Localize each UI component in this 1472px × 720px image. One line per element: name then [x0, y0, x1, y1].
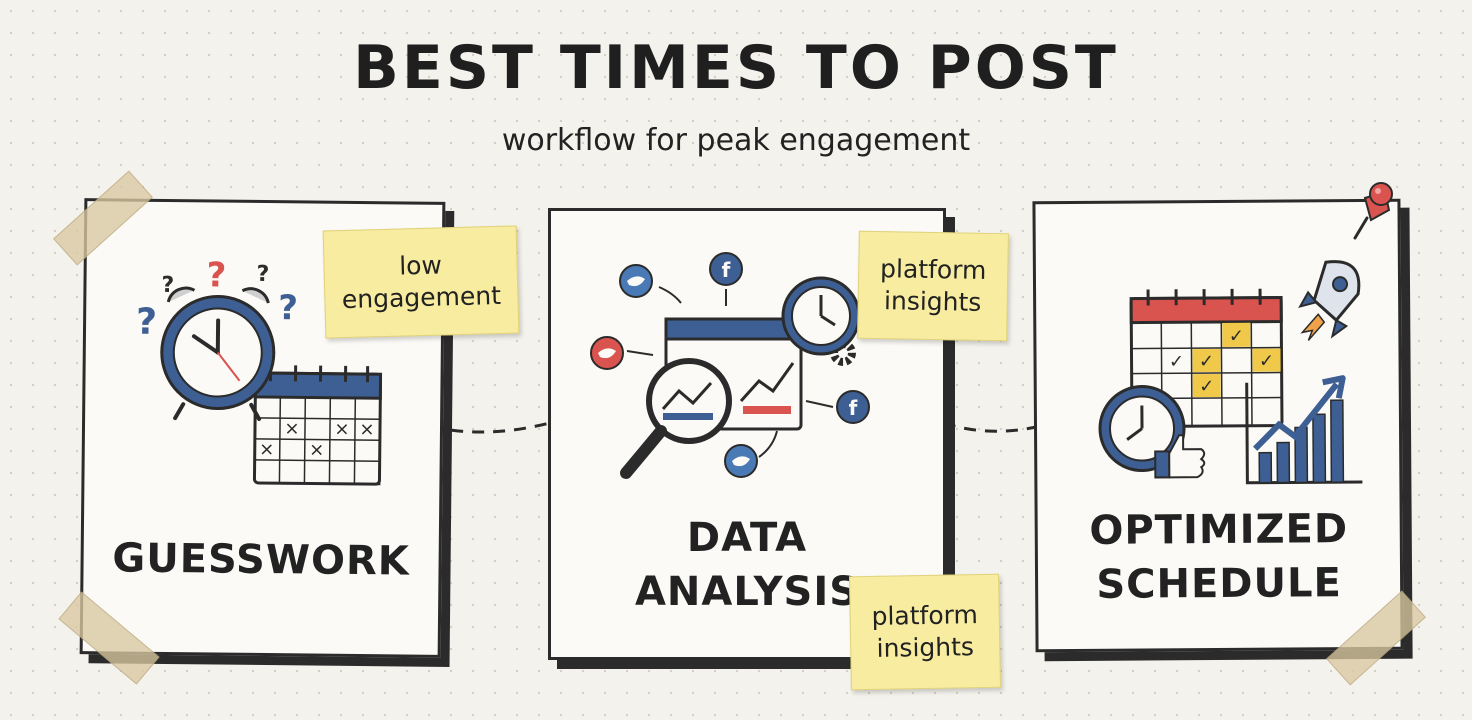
calendar-icon: × × × × ×: [252, 365, 383, 486]
cross-mark-icon: ×: [309, 439, 324, 460]
cross-mark-icon: ×: [259, 439, 274, 460]
check-mark-icon: ✓: [1199, 351, 1214, 372]
svg-text:f: f: [722, 258, 731, 282]
push-pin-icon: [1353, 182, 1393, 240]
growth-chart-icon: [1245, 375, 1363, 485]
facebook-icon: [836, 390, 870, 424]
cross-mark-icon: ×: [334, 419, 349, 440]
step-title-optimized-schedule: OPTIMIZED SCHEDULE: [1038, 502, 1401, 613]
sticky-note-platform-insights-2: platform insights: [849, 573, 1001, 691]
note-line: engagement: [341, 280, 502, 315]
alarm-clock-calendar-illustration: ? ? ? ? ? × × × × ×: [136, 255, 383, 486]
note-line: platform: [871, 600, 979, 631]
cross-mark-icon: ×: [359, 419, 374, 440]
rocket-icon: [1298, 260, 1361, 341]
check-mark-icon: ✓: [1199, 376, 1214, 397]
question-mark-icon: ?: [278, 288, 298, 328]
alarm-clock-icon: [160, 286, 276, 421]
magnifier-icon: [620, 358, 732, 479]
sticky-note-low-engagement: low engagement: [322, 225, 520, 339]
question-mark-icon: ?: [206, 255, 226, 295]
check-mark-icon: ✓: [1169, 351, 1184, 372]
page-subtitle: workflow for peak engagement: [501, 123, 971, 158]
question-mark-icon: ?: [161, 273, 174, 298]
note-line: platform: [879, 254, 987, 285]
clock-thumbs-up-icon: [1098, 385, 1206, 479]
check-mark-icon: ✓: [1259, 351, 1274, 372]
clock-gear-icon: [781, 276, 861, 366]
check-mark-icon: ✓: [1229, 326, 1244, 347]
question-mark-icon: ?: [256, 262, 269, 287]
step-title-line: OPTIMIZED: [1089, 506, 1349, 554]
step-title-line: SCHEDULE: [1096, 560, 1342, 608]
step-title-guesswork: GUESSWORK: [112, 535, 411, 585]
step-card-optimized-schedule: ✓ ✓ ✓ ✓ ✓: [1032, 198, 1404, 653]
facebook-icon: [709, 252, 743, 286]
note-line: insights: [876, 632, 975, 663]
page-title: BEST TIMES TO POST: [353, 33, 1119, 103]
cross-mark-icon: ×: [284, 418, 299, 439]
step-title-line: ANALYSIS: [634, 569, 860, 615]
data-analysis-illustration: f f: [590, 252, 870, 479]
step-title-line: DATA: [686, 515, 808, 561]
sticky-note-platform-insights: platform insights: [857, 230, 1009, 342]
question-mark-icon: ?: [136, 302, 157, 343]
step-title-data-analysis: DATA ANALYSIS: [551, 511, 943, 619]
optimized-schedule-illustration: ✓ ✓ ✓ ✓ ✓: [1098, 260, 1363, 485]
step-card-guesswork: ? ? ? ? ? × × × × ×: [79, 198, 446, 658]
note-line: insights: [883, 286, 982, 317]
svg-text:f: f: [849, 396, 858, 420]
note-line: low: [398, 250, 443, 281]
